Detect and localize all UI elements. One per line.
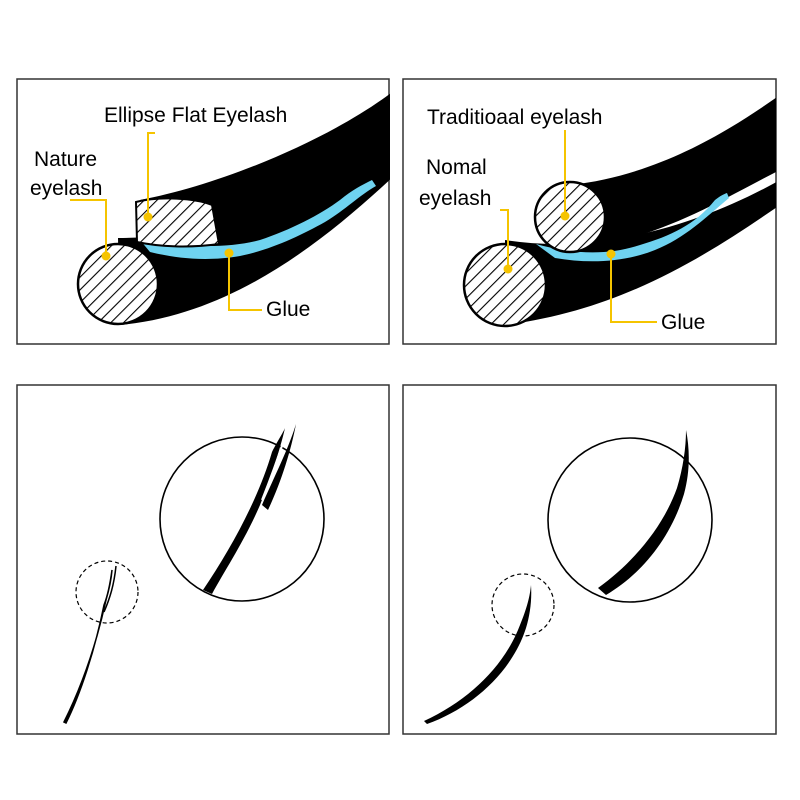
nature-eyelash-shaft [118, 153, 390, 325]
magnified-lash-tip [203, 428, 285, 594]
split-tip-lash [62, 569, 113, 725]
normal-eyelash-label-line1: Nomal [426, 156, 487, 179]
panel-traditional-eyelash: Traditioaal eyelash Nomal eyelash Glue [402, 78, 777, 345]
traditional-eyelash-cross-section [533, 180, 607, 254]
nature-eyelash-marker [101, 251, 111, 261]
traditional-eyelash-marker [560, 211, 570, 221]
glue-marker [606, 249, 616, 259]
nature-eyelash-label-line2: eyelash [30, 177, 102, 200]
traditional-eyelash-label: Traditioaal eyelash [427, 106, 603, 129]
nature-eyelash-cross-section [76, 242, 160, 326]
magnified-lash-tip [598, 430, 689, 595]
nature-eyelash-label-line1: Nature [34, 148, 97, 171]
magnifier-circle [159, 436, 325, 602]
traditional-eyelash-shaft [570, 97, 776, 250]
panel-split-tip-lash [16, 384, 390, 735]
glue-layer [536, 193, 729, 262]
magnify-source-circle [75, 560, 139, 624]
glue-marker [224, 248, 234, 258]
single-tip-lash [424, 585, 532, 724]
normal-eyelash-cross-section [462, 242, 548, 328]
normal-eyelash-label-line2: eyelash [419, 187, 491, 210]
glue-layer [140, 180, 376, 259]
leader-lines [500, 130, 657, 323]
magnify-source-circle [491, 573, 555, 637]
flat-eyelash-cross-section [134, 197, 221, 248]
panel-single-tip-lash [402, 384, 777, 735]
magnified-lash-split [262, 424, 296, 510]
split-tip-lash-branch [103, 565, 117, 613]
leader-lines [70, 132, 262, 311]
normal-eyelash-marker [503, 264, 513, 274]
panel-flat-eyelash: Ellipse Flat Eyelash Nature eyelash Glue [16, 78, 390, 345]
glue-label: Glue [266, 298, 310, 321]
flat-eyelash-label: Ellipse Flat Eyelash [104, 104, 287, 127]
glue-label: Glue [661, 311, 705, 334]
magnifier-circle [547, 437, 713, 603]
flat-eyelash-marker [143, 212, 153, 222]
